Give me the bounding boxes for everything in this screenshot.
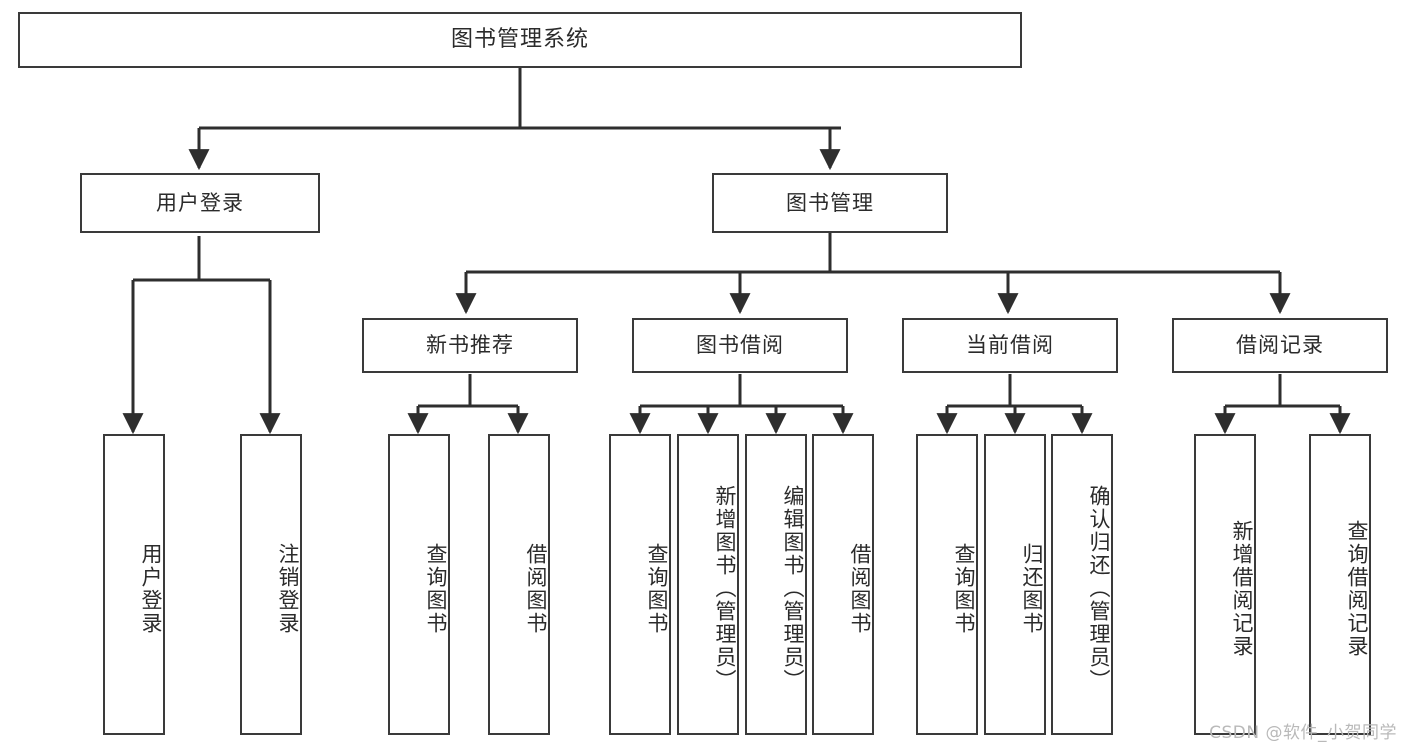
node-book-management-label: 图书管理 bbox=[786, 190, 874, 215]
leaf-borrow-record-1[interactable]: 新增借阅记录 bbox=[1194, 434, 1256, 735]
leaf-book-borrow-2[interactable]: 新增图书（管理员） bbox=[677, 434, 739, 735]
leaf-book-borrow-4-label: 借阅图书 bbox=[848, 542, 872, 635]
leaf-book-borrow-4[interactable]: 借阅图书 bbox=[812, 434, 874, 735]
node-current-borrow-label: 当前借阅 bbox=[966, 333, 1054, 358]
leaf-book-borrow-3-label: 编辑图书（管理员） bbox=[781, 485, 805, 692]
leaf-user-login-1-label: 用户登录 bbox=[139, 542, 163, 635]
leaf-book-borrow-1-label: 查询图书 bbox=[645, 542, 669, 635]
node-borrow-record-label: 借阅记录 bbox=[1236, 333, 1324, 358]
node-user-login-label: 用户登录 bbox=[156, 190, 244, 215]
leaf-new-book-1-label: 查询图书 bbox=[424, 542, 448, 635]
leaf-user-login-2-label: 注销登录 bbox=[276, 542, 300, 635]
leaf-borrow-record-2[interactable]: 查询借阅记录 bbox=[1309, 434, 1371, 735]
leaf-current-borrow-1-label: 查询图书 bbox=[952, 542, 976, 635]
csdn-watermark: CSDN @软件_小贺同学 bbox=[1209, 723, 1397, 743]
leaf-current-borrow-3-label: 确认归还（管理员） bbox=[1087, 485, 1111, 692]
node-borrow-record[interactable]: 借阅记录 bbox=[1172, 318, 1388, 373]
leaf-new-book-2-label: 借阅图书 bbox=[524, 542, 548, 635]
node-root[interactable]: 图书管理系统 bbox=[18, 12, 1022, 68]
leaf-current-borrow-1[interactable]: 查询图书 bbox=[916, 434, 978, 735]
leaf-user-login-2[interactable]: 注销登录 bbox=[240, 434, 302, 735]
leaf-book-borrow-1[interactable]: 查询图书 bbox=[609, 434, 671, 735]
leaf-borrow-record-2-label: 查询借阅记录 bbox=[1345, 519, 1369, 658]
node-book-borrow-label: 图书借阅 bbox=[696, 333, 784, 358]
leaf-book-borrow-3[interactable]: 编辑图书（管理员） bbox=[745, 434, 807, 735]
node-new-book-recommend-label: 新书推荐 bbox=[426, 333, 514, 358]
node-book-borrow[interactable]: 图书借阅 bbox=[632, 318, 848, 373]
leaf-current-borrow-2-label: 归还图书 bbox=[1020, 542, 1044, 635]
node-book-management[interactable]: 图书管理 bbox=[712, 173, 948, 233]
leaf-current-borrow-3[interactable]: 确认归还（管理员） bbox=[1051, 434, 1113, 735]
node-root-label: 图书管理系统 bbox=[450, 27, 589, 53]
node-new-book-recommend[interactable]: 新书推荐 bbox=[362, 318, 578, 373]
leaf-user-login-1[interactable]: 用户登录 bbox=[103, 434, 165, 735]
node-user-login[interactable]: 用户登录 bbox=[80, 173, 320, 233]
leaf-new-book-2[interactable]: 借阅图书 bbox=[488, 434, 550, 735]
leaf-borrow-record-1-label: 新增借阅记录 bbox=[1230, 519, 1254, 658]
leaf-new-book-1[interactable]: 查询图书 bbox=[388, 434, 450, 735]
leaf-book-borrow-2-label: 新增图书（管理员） bbox=[713, 485, 737, 692]
leaf-current-borrow-2[interactable]: 归还图书 bbox=[984, 434, 1046, 735]
node-current-borrow[interactable]: 当前借阅 bbox=[902, 318, 1118, 373]
